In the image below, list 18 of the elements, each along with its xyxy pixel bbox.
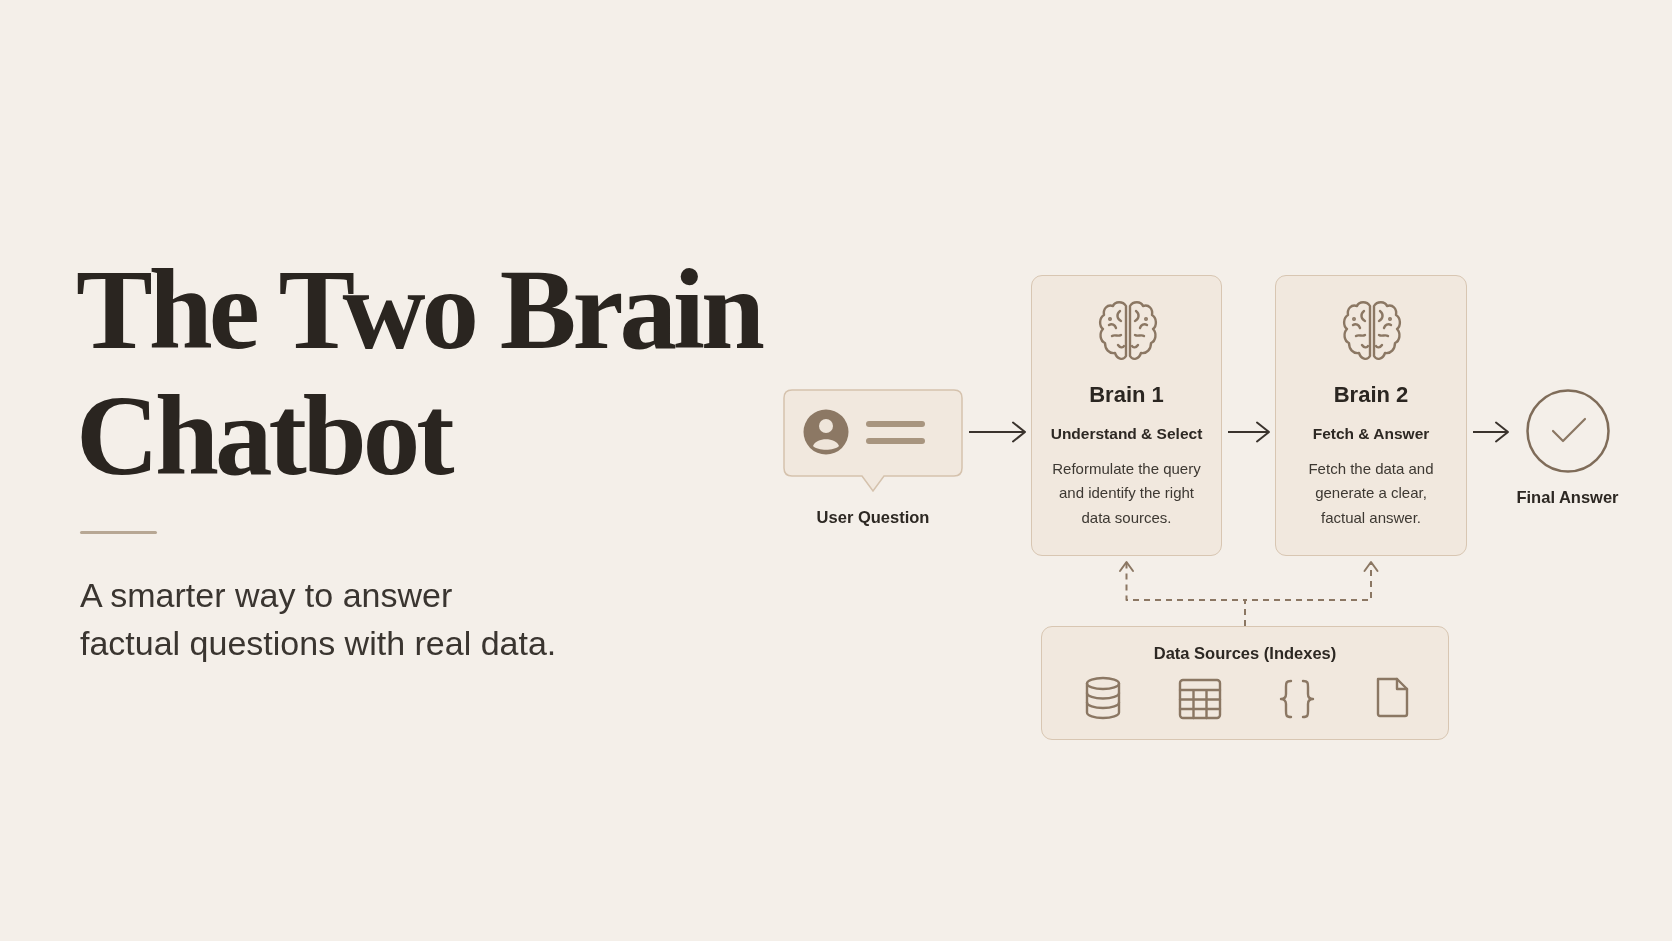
title: The Two Brain Chatbot — [76, 247, 763, 499]
node-label: User Question — [816, 507, 930, 527]
panel-title: Data Sources (Indexes) — [1153, 643, 1337, 663]
arrow — [1472, 421, 1509, 443]
card-title: Brain 1 — [1089, 382, 1164, 408]
process-card — [1275, 275, 1467, 556]
card-subtitle: Fetch & Answer — [1312, 424, 1430, 444]
card-title: Brain 2 — [1333, 382, 1409, 408]
dashed-arrow — [1244, 561, 1379, 627]
card-description: Reformulate the query and identify the right data sources. — [1051, 459, 1202, 528]
arrow — [1227, 421, 1270, 443]
arrow — [968, 421, 1026, 443]
panel — [1041, 626, 1449, 740]
card-description: Fetch the data and generate a clear, factual answer. — [1307, 459, 1435, 528]
subtitle: A smarter way to answer factual questions with real data. — [80, 575, 558, 664]
process-card — [1031, 275, 1222, 556]
node-label: Final Answer — [1516, 487, 1619, 507]
card-subtitle: Understand & Select — [1050, 424, 1203, 444]
